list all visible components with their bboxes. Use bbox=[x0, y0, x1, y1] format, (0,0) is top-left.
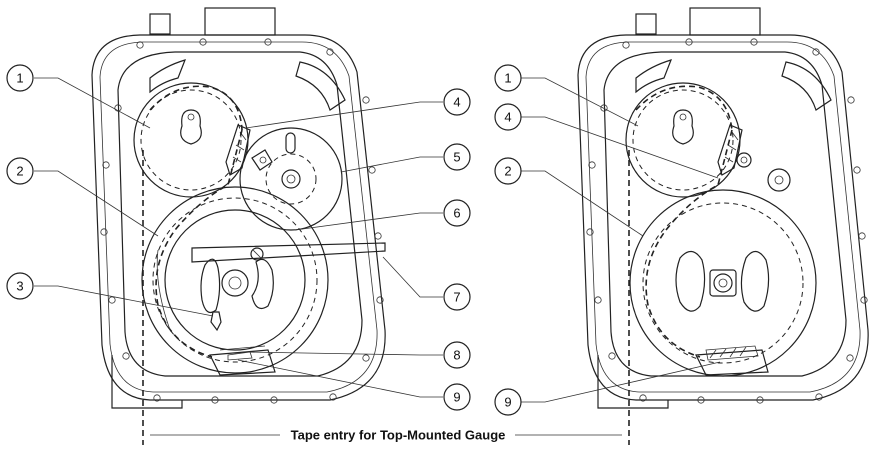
left-crescent-left bbox=[149, 59, 187, 94]
callout-right-2: 2 bbox=[494, 157, 522, 185]
left-middle-wheel bbox=[239, 127, 343, 231]
callout-left-7: 7 bbox=[443, 283, 471, 311]
right-bolt-holes bbox=[586, 38, 868, 404]
right-connector-small bbox=[635, 13, 657, 35]
callout-right-9: 9 bbox=[494, 388, 522, 416]
left-tape-guide bbox=[225, 124, 251, 176]
callout-left-9: 9 bbox=[443, 383, 471, 411]
left-connector-large bbox=[204, 7, 276, 36]
callout-left-5: 5 bbox=[443, 143, 471, 171]
svg-text:3: 3 bbox=[16, 279, 23, 294]
svg-text:4: 4 bbox=[504, 110, 511, 125]
svg-text:4: 4 bbox=[453, 95, 460, 110]
left-foot bbox=[111, 355, 183, 409]
left-connector-small bbox=[149, 13, 171, 35]
leader-lines bbox=[34, 77, 721, 436]
right-bottom-guide bbox=[695, 349, 769, 376]
svg-text:1: 1 bbox=[16, 71, 23, 86]
left-bolt-holes bbox=[100, 38, 384, 404]
right-small-roller bbox=[736, 152, 752, 168]
left-clip bbox=[210, 311, 222, 332]
svg-text:1: 1 bbox=[504, 71, 511, 86]
svg-text:2: 2 bbox=[16, 164, 23, 179]
callout-left-3: 3 bbox=[6, 272, 34, 300]
svg-text:2: 2 bbox=[504, 164, 511, 179]
right-lower-drum bbox=[629, 189, 817, 377]
right-crescent-right bbox=[781, 61, 832, 111]
right-housing-outer bbox=[577, 34, 869, 401]
callout-left-6: 6 bbox=[443, 199, 471, 227]
left-crescent-right bbox=[295, 61, 346, 111]
svg-text:5: 5 bbox=[453, 150, 460, 165]
callout-right-1: 1 bbox=[494, 64, 522, 92]
svg-text:9: 9 bbox=[453, 390, 460, 405]
right-housing-flange bbox=[585, 41, 861, 393]
svg-text:9: 9 bbox=[504, 395, 511, 410]
right-gauge-view bbox=[577, 7, 869, 445]
left-lower-drum bbox=[141, 186, 329, 374]
right-connector-large bbox=[689, 7, 761, 36]
left-gauge-view bbox=[91, 7, 386, 445]
svg-text:7: 7 bbox=[453, 290, 460, 305]
left-housing-inner bbox=[117, 51, 363, 377]
callout-left-1: 1 bbox=[6, 64, 34, 92]
left-housing-flange bbox=[99, 41, 378, 393]
callout-left-4: 4 bbox=[443, 88, 471, 116]
right-bushing bbox=[767, 168, 791, 192]
left-arm bbox=[191, 242, 386, 263]
caption-text: Tape entry for Top-Mounted Gauge bbox=[291, 428, 506, 443]
callout-left-2: 2 bbox=[6, 157, 34, 185]
left-housing-outer bbox=[91, 34, 386, 401]
callout-right-4: 4 bbox=[494, 103, 522, 131]
svg-text:8: 8 bbox=[453, 348, 460, 363]
right-tape-guide bbox=[717, 124, 743, 176]
svg-text:6: 6 bbox=[453, 206, 460, 221]
callout-left-8: 8 bbox=[443, 341, 471, 369]
right-crescent-left bbox=[635, 59, 673, 94]
right-foot bbox=[597, 355, 669, 409]
right-upper-drum bbox=[625, 82, 741, 198]
